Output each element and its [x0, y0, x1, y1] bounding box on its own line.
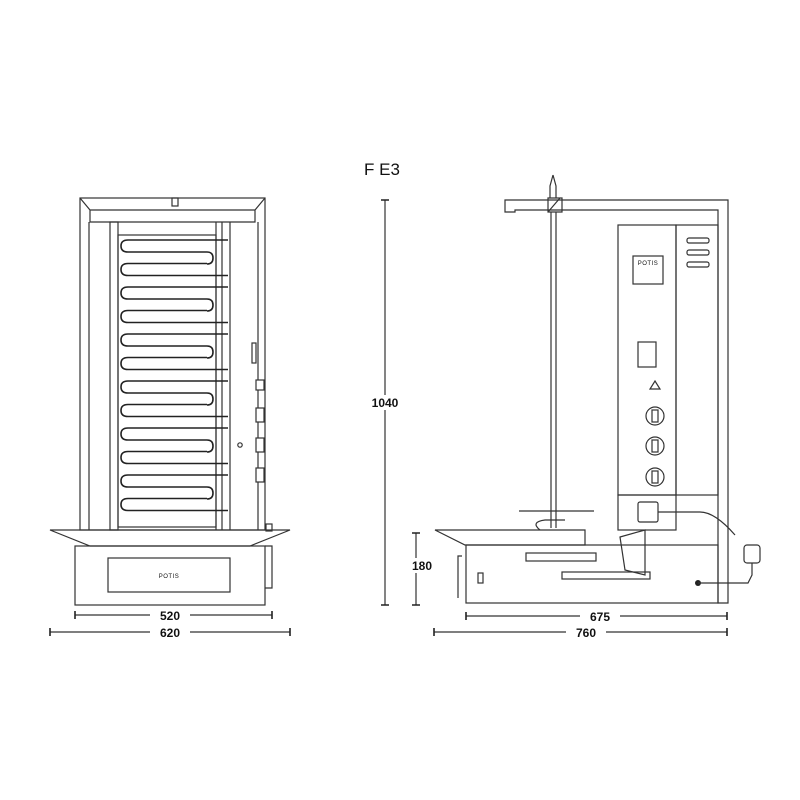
front-left-column: [109, 221, 119, 531]
front-screw: [237, 442, 243, 448]
front-outer-frame: [79, 197, 266, 531]
tray-bracket: [619, 529, 646, 576]
control-knob-2[interactable]: [645, 436, 665, 456]
height-dimensions: 1040 180: [368, 199, 435, 606]
side-frame-arm: [504, 199, 729, 604]
control-knob-3[interactable]: [645, 467, 665, 487]
side-knob-4: [255, 467, 265, 483]
dim-label-620: 620: [160, 626, 180, 640]
heating-element: [120, 262, 228, 277]
heating-element: [120, 403, 228, 418]
vent-slots: [686, 261, 710, 268]
heating-element: [120, 450, 228, 465]
dim-label-760: 760: [576, 626, 596, 640]
side-panel: [675, 224, 719, 496]
heating-element: [120, 474, 228, 500]
heating-element: [120, 497, 228, 512]
heating-element: [120, 239, 228, 265]
front-top-band: [79, 197, 266, 223]
front-top-tab: [171, 197, 179, 207]
power-plug: [743, 544, 761, 564]
heating-element: [120, 427, 228, 453]
skewer-tip: [549, 174, 557, 198]
heating-element: [120, 309, 228, 324]
heating-element: [120, 356, 228, 371]
indicator-plate: [637, 341, 657, 368]
front-label-plate: [107, 557, 231, 593]
side-knob-3: [255, 437, 265, 453]
side-brand-label: POTIS: [638, 261, 659, 267]
drawing-title: F E3: [364, 160, 400, 179]
dim-label-180: 180: [412, 559, 432, 573]
dim-label-520: 520: [160, 609, 180, 623]
heating-elements: [120, 239, 228, 512]
side-knob-1: [255, 379, 265, 391]
heating-element: [120, 333, 228, 359]
front-view: POTIS 520 620: [49, 197, 291, 640]
front-drip-tray: [49, 529, 291, 547]
power-cable: [658, 511, 736, 536]
side-label-plate: [632, 255, 664, 285]
warning-light: [648, 379, 662, 390]
side-latch: [251, 342, 257, 364]
control-knob-1[interactable]: [645, 406, 665, 426]
front-brand-label: POTIS: [159, 574, 180, 580]
heating-element: [120, 286, 228, 312]
heating-element: [120, 380, 228, 406]
side-drip-tray: [434, 529, 586, 546]
front-base-box: [74, 545, 266, 606]
dim-label-675: 675: [590, 610, 610, 624]
side-base-box: [465, 544, 719, 604]
power-socket: [637, 501, 659, 523]
dim-label-1040: 1040: [372, 396, 399, 410]
side-view: POTIS 675 760: [433, 174, 761, 640]
side-knob-2: [255, 407, 265, 423]
